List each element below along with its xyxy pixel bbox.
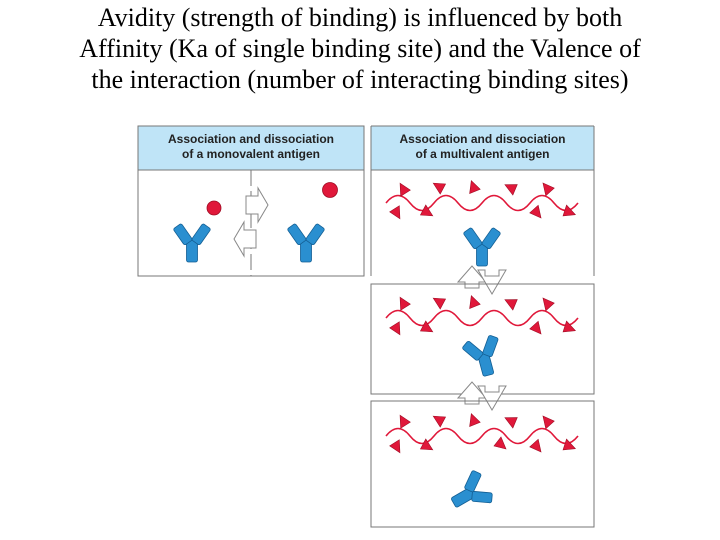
title-line-1: Avidity (strength of binding) is influen… [97, 3, 623, 32]
antigen-icon [322, 182, 338, 198]
slide-title: Avidity (strength of binding) is influen… [0, 2, 720, 95]
monovalent-header-line-2: of a monovalent antigen [181, 147, 320, 161]
antigen-icon [206, 200, 222, 216]
title-line-3: the interaction (number of interacting b… [91, 65, 629, 94]
multivalent-header-bg [371, 126, 594, 170]
multivalent-state-frame [370, 400, 595, 528]
monovalent-header-bg [138, 126, 364, 170]
multivalent-state-released [385, 413, 579, 520]
multivalent-header-line-1: Association and dissociation [399, 132, 566, 146]
equilibrium-arrows [233, 186, 269, 258]
antibody-icon [443, 466, 497, 520]
antibody-icon [459, 332, 508, 381]
title-line-2: Affinity (Ka of single binding site) and… [79, 34, 641, 63]
antigen-chain-icon [385, 427, 579, 445]
antibody-icon [286, 222, 326, 263]
multivalent-state-partial [385, 295, 579, 381]
monovalent-panel [137, 125, 365, 277]
multivalent-header: Association and dissociation of a multiv… [371, 132, 594, 162]
multivalent-header-line-2: of a multivalent antigen [415, 147, 550, 161]
equilibrium-arrows [456, 265, 507, 295]
antibody-icon [172, 222, 212, 263]
monovalent-header: Association and dissociation of a monova… [138, 132, 364, 162]
multivalent-panel [370, 125, 595, 528]
antigen-chain-icon [385, 194, 579, 212]
antibody-icon [462, 226, 502, 267]
monovalent-header-line-1: Association and dissociation [167, 132, 335, 146]
multivalent-state-bound [385, 180, 579, 267]
equilibrium-arrows [456, 381, 507, 411]
antigen-chain-icon [385, 309, 579, 327]
